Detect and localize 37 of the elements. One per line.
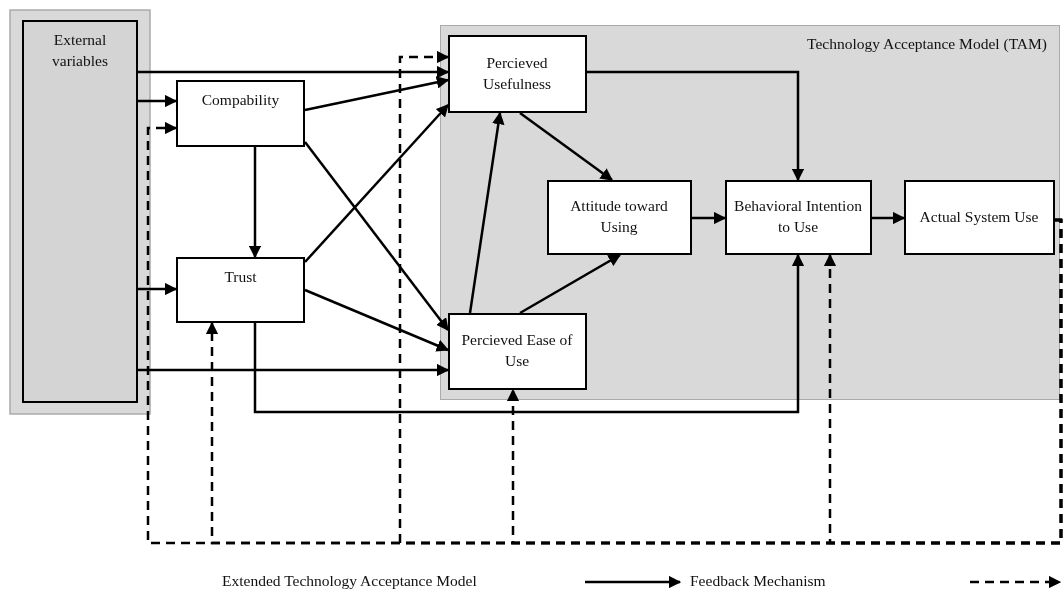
legend-label: Feedback Mechanism — [690, 572, 826, 590]
arrow — [138, 282, 178, 296]
arrow — [398, 50, 1063, 545]
arrow — [519, 112, 613, 181]
arrow — [304, 104, 449, 263]
process-box — [22, 20, 138, 403]
process-box — [176, 80, 305, 147]
arrow — [138, 363, 450, 377]
node-label: Percieved Ease of Use — [460, 330, 574, 371]
process-box — [447, 34, 587, 113]
arrow — [304, 288, 450, 352]
arrow — [248, 147, 262, 259]
process-box — [724, 179, 872, 255]
node-label: External variables — [51, 30, 109, 71]
node-label: Attitude toward Using — [569, 196, 669, 237]
arrow — [519, 253, 622, 315]
node-label: Behavioral Intention to Use — [733, 196, 863, 237]
process-box — [903, 179, 1055, 255]
arrow — [587, 70, 805, 182]
arrow — [304, 141, 449, 331]
node-label: Compability — [200, 90, 281, 110]
arrow — [468, 111, 505, 314]
arrow — [253, 253, 805, 414]
legend-label: Extended Technology Acceptance Model — [222, 572, 477, 590]
arrow — [138, 65, 450, 79]
arrow — [692, 211, 727, 225]
node-label: Actual System Use — [918, 206, 1040, 227]
arrow — [872, 211, 906, 225]
node-label: Percieved Usefulness — [482, 52, 552, 94]
node-label: Trust — [223, 267, 258, 287]
panel-title: Technology Acceptance Model (TAM) — [807, 34, 1047, 54]
process-box — [176, 257, 305, 323]
arrow — [304, 76, 450, 112]
arrow — [138, 94, 178, 108]
process-box — [546, 179, 692, 255]
process-box — [447, 312, 587, 390]
model-panel — [440, 25, 1060, 400]
